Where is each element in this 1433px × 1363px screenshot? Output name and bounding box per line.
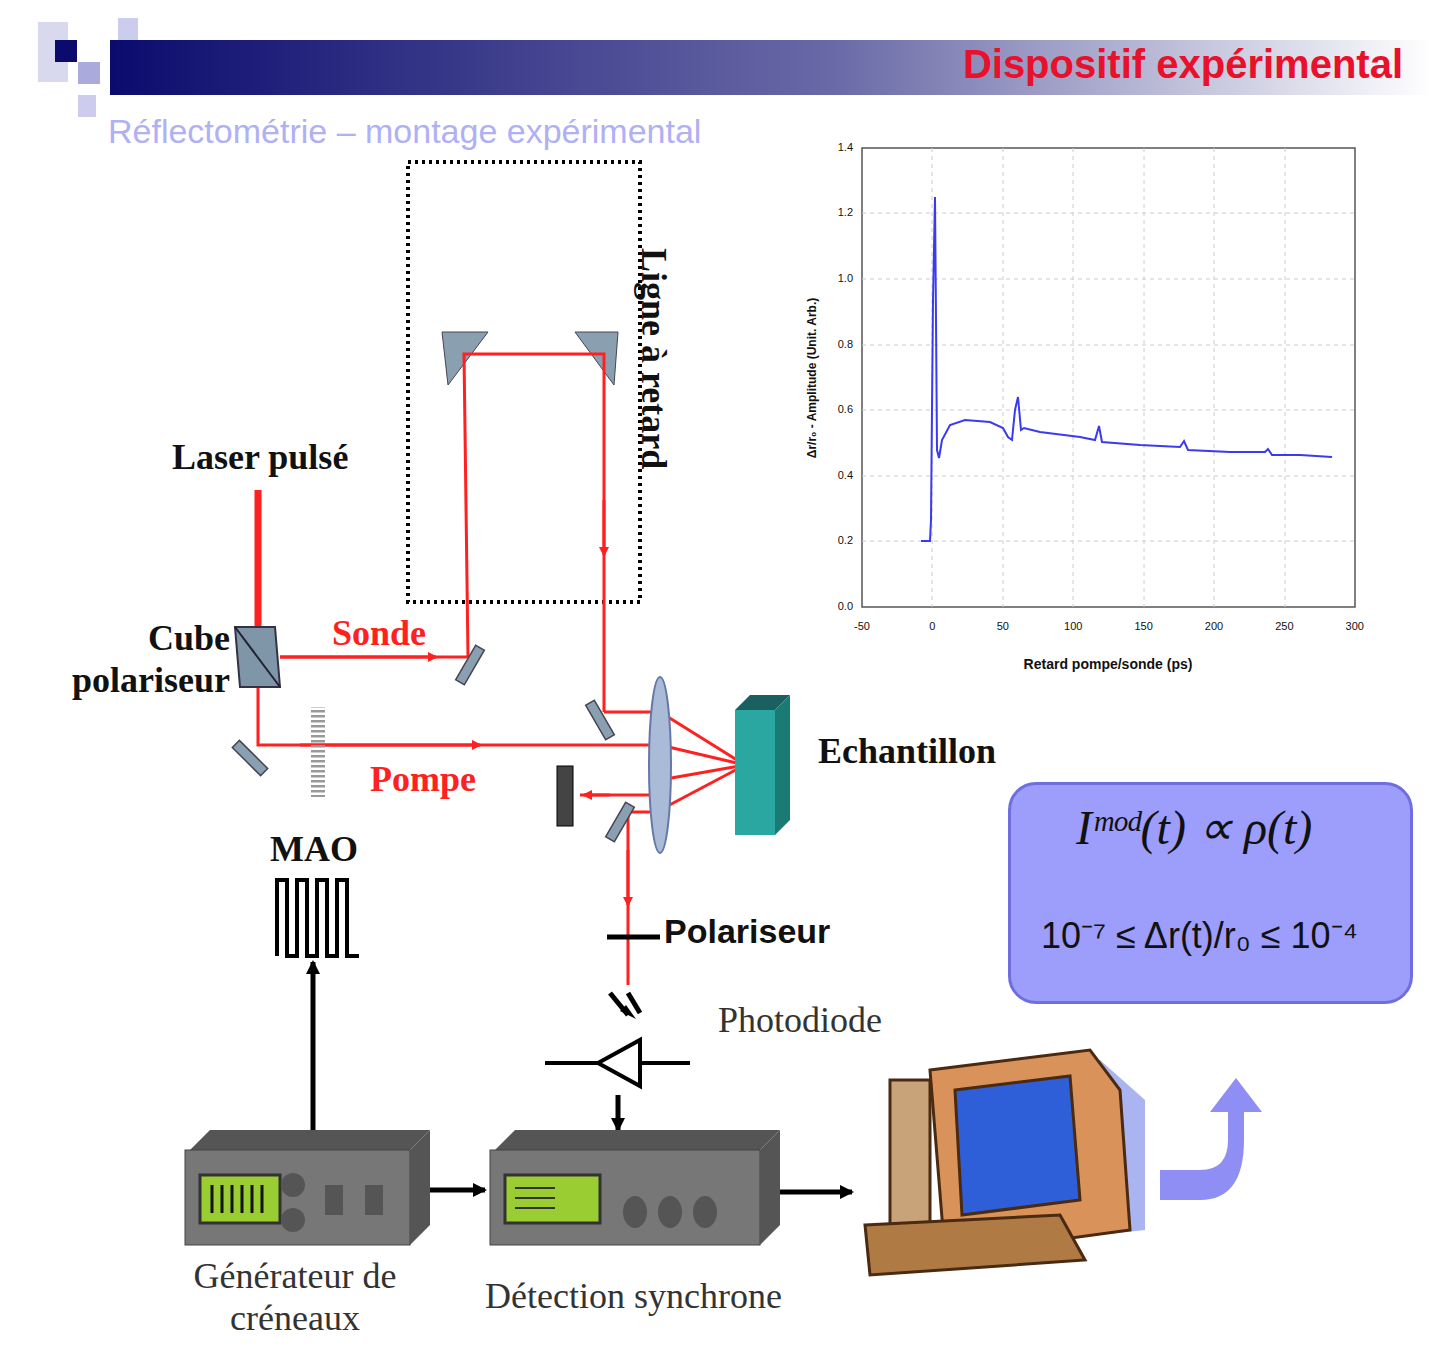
beam-label: Sonde: [332, 612, 426, 654]
slide-title: Dispositif expérimental: [963, 42, 1403, 87]
component-node: Photodiode: [540, 985, 890, 1095]
tick-label: 150: [1134, 620, 1152, 632]
node-text: Générateur de créneaux: [180, 1255, 410, 1339]
node-text: Photodiode: [718, 999, 882, 1041]
tick-label: 100: [1064, 620, 1082, 632]
node-text: Cube polariseur: [70, 617, 230, 701]
tick-label: 1.0: [838, 272, 853, 284]
tick-label: 200: [1205, 620, 1223, 632]
tick-label: 1.2: [838, 206, 853, 218]
formula-box: Iᵐᵒᵈ(t) ∝ ρ(t) 10⁻⁷ ≤ Δr(t)/r₀ ≤ 10⁻⁴: [1008, 782, 1413, 1004]
node-text: 10⁻⁷ ≤ Δr(t)/r₀ ≤ 10⁻⁴: [1041, 910, 1358, 959]
tick-label: 250: [1275, 620, 1293, 632]
component-node: Cube polariseur: [70, 615, 285, 710]
tick-label: 0: [929, 620, 935, 632]
tick-label: 300: [1346, 620, 1364, 632]
axis-title: Retard pompe/sonde (ps): [1024, 656, 1193, 672]
tick-label: -50: [854, 620, 870, 632]
tick-label: 0.8: [838, 338, 853, 350]
node-text: Iᵐᵒᵈ(t) ∝ ρ(t): [1076, 799, 1312, 855]
signal-arrow: [616, 1095, 621, 1130]
axis-title: Δr/r₀ - Amplitude (Unit. Arb.): [805, 298, 819, 458]
component-label: Laser pulsé: [172, 436, 348, 478]
component-node: Détection synchrone: [485, 1130, 785, 1321]
component-label: Ligne à retard: [633, 248, 675, 469]
tick-label: 50: [997, 620, 1009, 632]
subtitle: Réflectométrie – montage expérimental: [108, 112, 701, 151]
node-text: Détection synchrone: [485, 1275, 770, 1317]
tick-label: 0.0: [838, 600, 853, 612]
node-text: Echantillon: [818, 730, 996, 772]
tick-label: 0.2: [838, 534, 853, 546]
tick-label: 0.4: [838, 469, 853, 481]
beam-label: Pompe: [370, 758, 476, 800]
tick-label: 1.4: [838, 141, 853, 153]
component-label: Polariseur: [664, 912, 830, 951]
node-text: MAO: [270, 828, 358, 870]
signal-arrow: [311, 962, 316, 1130]
tick-label: 0.6: [838, 403, 853, 415]
component-node: Générateur de créneaux: [180, 1130, 435, 1345]
component-node: Echantillon: [730, 690, 1004, 840]
component-node: MAO: [265, 828, 365, 960]
